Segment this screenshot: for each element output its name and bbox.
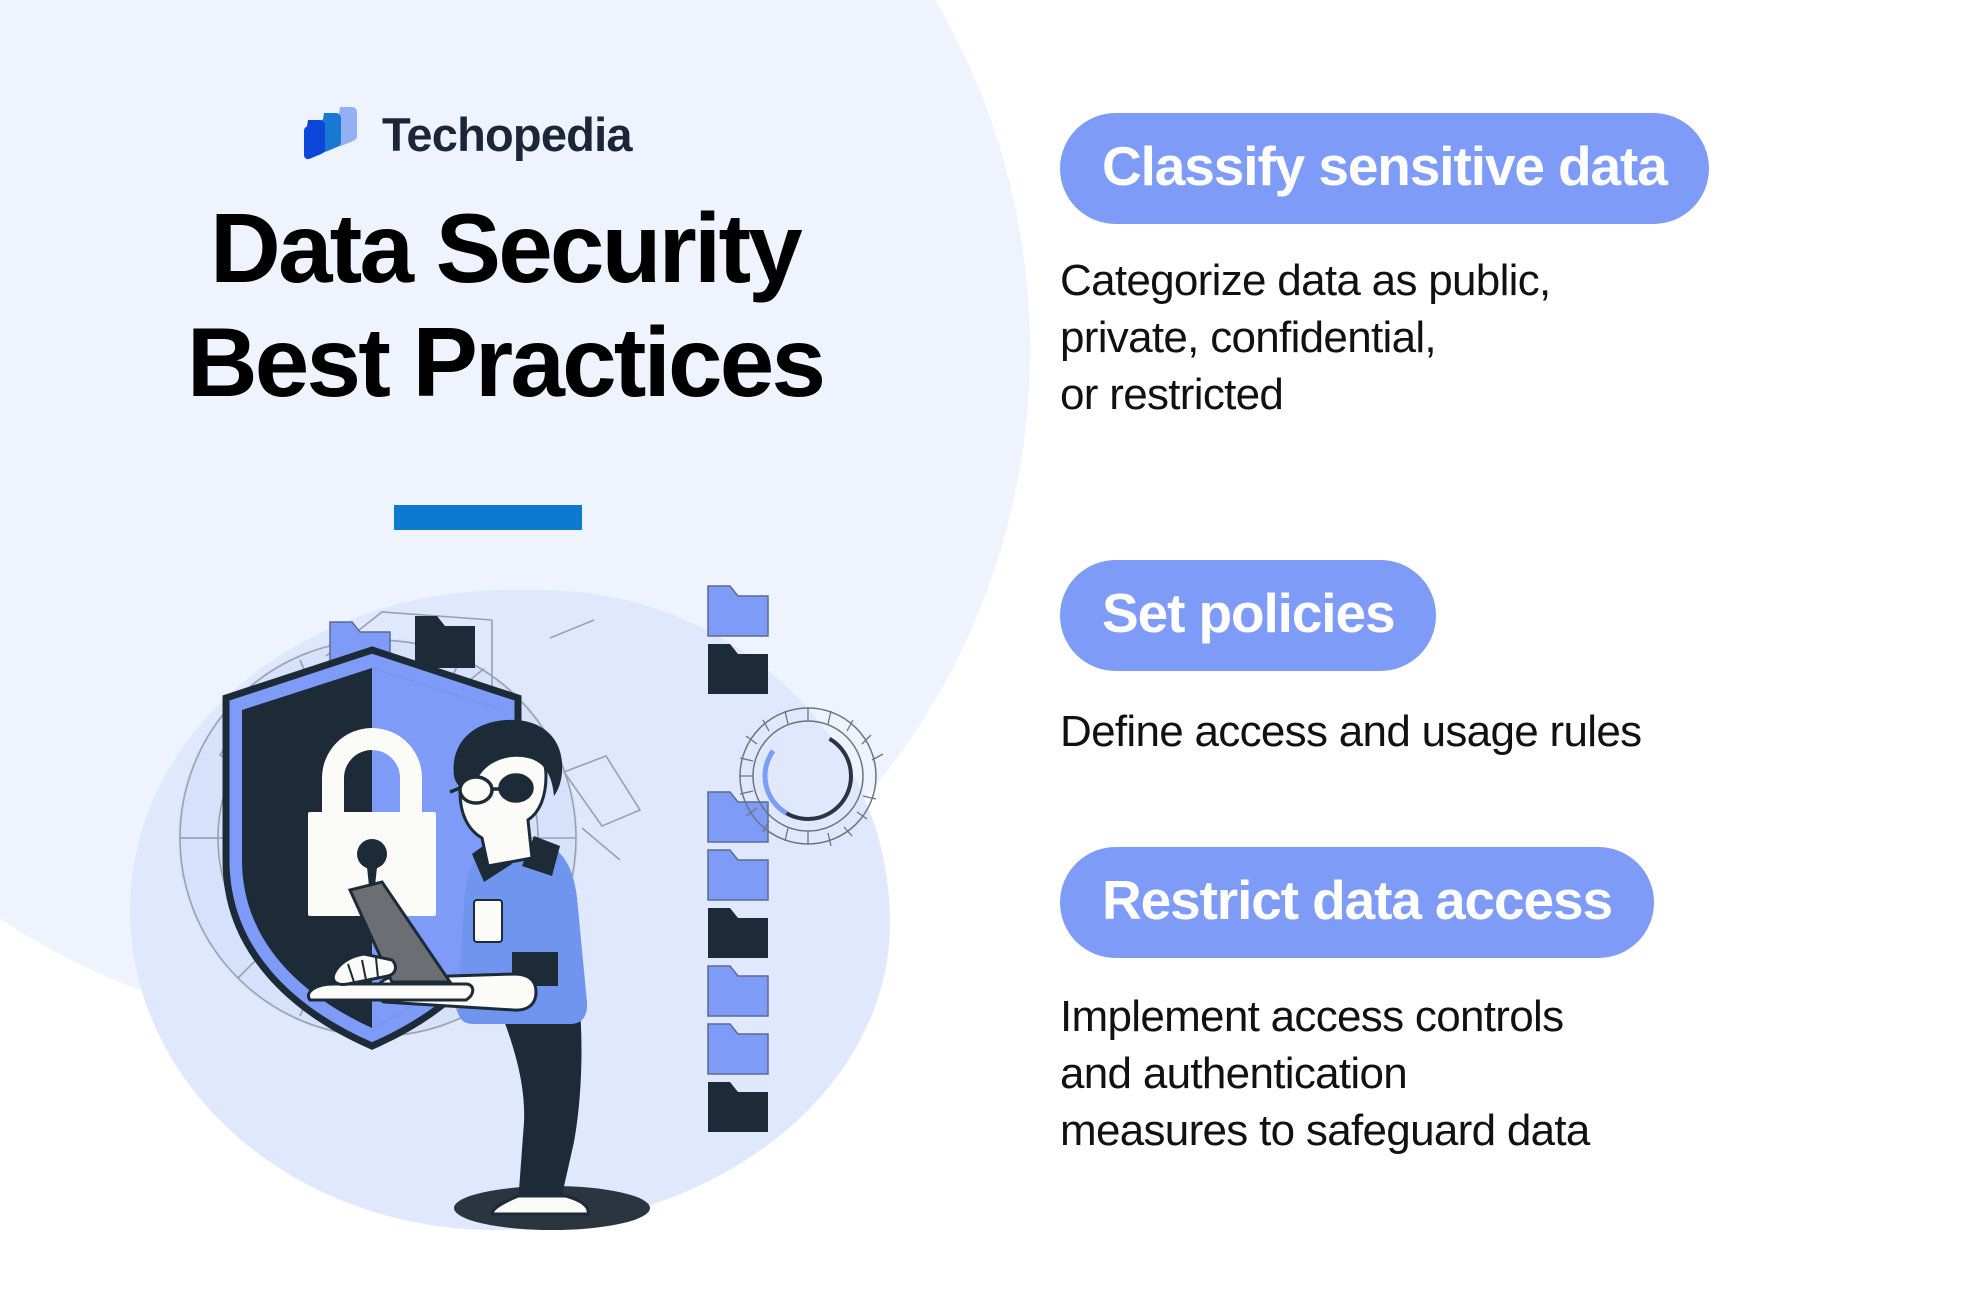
page-title: Data Security Best Practices	[186, 193, 826, 417]
hair	[453, 719, 563, 796]
title-accent-bar	[394, 505, 582, 530]
practice-item-set-policies: Set policies Define access and usage rul…	[1060, 560, 1980, 760]
techopedia-parallelogram-logo-icon	[300, 103, 362, 165]
practice-label-classify-sensitive-data[interactable]: Classify sensitive data	[1060, 113, 1709, 224]
shirt-pocket	[473, 899, 503, 943]
practice-label-set-policies[interactable]: Set policies	[1060, 560, 1437, 671]
data-security-illustration	[120, 560, 920, 1260]
practice-item-restrict-data-access: Restrict data access Implement access co…	[1060, 847, 1980, 1160]
shoe	[490, 1194, 590, 1216]
practice-item-classify-sensitive-data: Classify sensitive data Categorize data …	[1060, 113, 1980, 424]
practice-description-set-policies: Define access and usage rules	[1060, 707, 1642, 756]
folder-icons-right-stack	[707, 585, 769, 1132]
best-practices-list: Classify sensitive data Categorize data …	[1060, 0, 1980, 1316]
brand-name: Techopedia	[382, 107, 632, 161]
laptop-base	[307, 982, 475, 1002]
brand-logo: Techopedia	[300, 103, 632, 165]
padlock-keyhole	[357, 839, 387, 869]
shield-with-padlock-icon	[222, 646, 522, 1050]
glasses-icon	[449, 773, 534, 805]
practice-description-restrict-data-access: Implement access controls and authentica…	[1060, 992, 1590, 1156]
trousers	[492, 990, 582, 1204]
padlock-shackle	[322, 728, 422, 814]
laptop-screen	[347, 880, 453, 984]
person-with-laptop-illustration	[307, 719, 650, 1230]
left-panel: Techopedia Data Security Best Practices	[120, 103, 920, 1260]
practice-label-restrict-data-access[interactable]: Restrict data access	[1060, 847, 1654, 958]
practice-description-classify-sensitive-data: Categorize data as public, private, conf…	[1060, 256, 1551, 420]
circular-dial-gauge-icon	[739, 707, 884, 847]
